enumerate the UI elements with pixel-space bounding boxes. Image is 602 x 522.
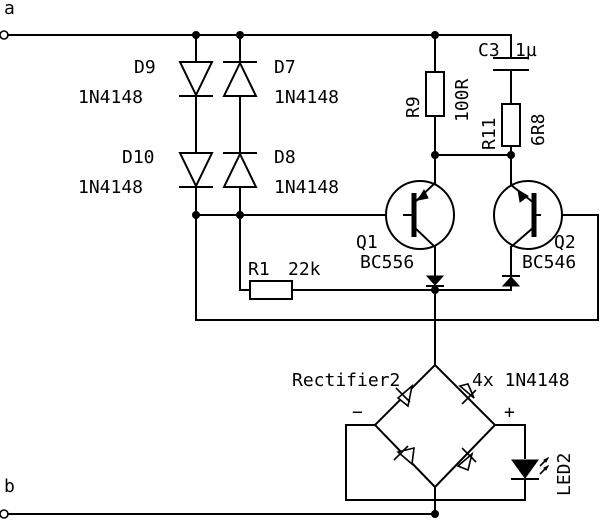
top-rail (7, 34, 512, 59)
diode-d8 (222, 151, 258, 188)
led-loop (345, 424, 526, 501)
diode-d8-ref: D8 (274, 147, 296, 168)
q2-emitter-marker (501, 275, 521, 287)
rectifier-plus-label: + (504, 402, 515, 423)
diode-d10 (178, 152, 214, 189)
rectifier-minus-label: − (352, 402, 363, 423)
q1-emitter-marker (425, 275, 445, 287)
diode-d7-ref: D7 (274, 57, 296, 78)
resistor-r11 (501, 103, 521, 191)
diode-d7 (222, 60, 258, 97)
resistor-r9 (425, 34, 445, 181)
diode-d7-value: 1N4148 (274, 87, 339, 108)
capacitor-c3 (493, 57, 529, 105)
terminal-a-label: a (4, 0, 15, 19)
transistor-q1 (385, 154, 455, 276)
led-led2-ref: LED2 (554, 453, 575, 496)
bridge-rectifier (373, 363, 497, 489)
led-led2 (511, 456, 550, 480)
transistor-q2-value: BC546 (522, 252, 576, 273)
terminal-a-icon (0, 30, 9, 40)
junction-dots (192, 31, 515, 518)
diode-d10-ref: D10 (122, 147, 155, 168)
diode-d8-value: 1N4148 (274, 177, 339, 198)
rectifier-value: 4x 1N4148 (472, 370, 570, 391)
resistor-r1 (239, 280, 293, 300)
resistor-r11-value: 6R8 (528, 113, 549, 146)
transistor-q1-ref: Q1 (356, 232, 378, 253)
transistor-q2-ref: Q2 (554, 232, 576, 253)
diode-d9-value: 1N4148 (78, 87, 143, 108)
diode-d9 (178, 61, 214, 98)
capacitor-c3-ref: C3 (478, 40, 500, 61)
diode-d10-value: 1N4148 (78, 177, 143, 198)
resistor-r9-value: 100R (452, 78, 473, 122)
capacitor-c3-value: 1µ (515, 40, 537, 61)
transistor-q2 (493, 180, 563, 276)
resistor-r1-ref: R1 (248, 259, 270, 280)
rectifier-ref: Rectifier2 (292, 370, 400, 391)
terminal-b-label: b (4, 476, 15, 497)
resistor-r11-ref: R11 (479, 117, 500, 150)
diode-d9-ref: D9 (134, 57, 156, 78)
resistor-r1-value: 22k (288, 259, 321, 280)
transistor-q1-value: BC556 (360, 252, 414, 273)
terminal-b-icon (0, 509, 9, 519)
resistor-r9-ref: R9 (403, 96, 424, 118)
